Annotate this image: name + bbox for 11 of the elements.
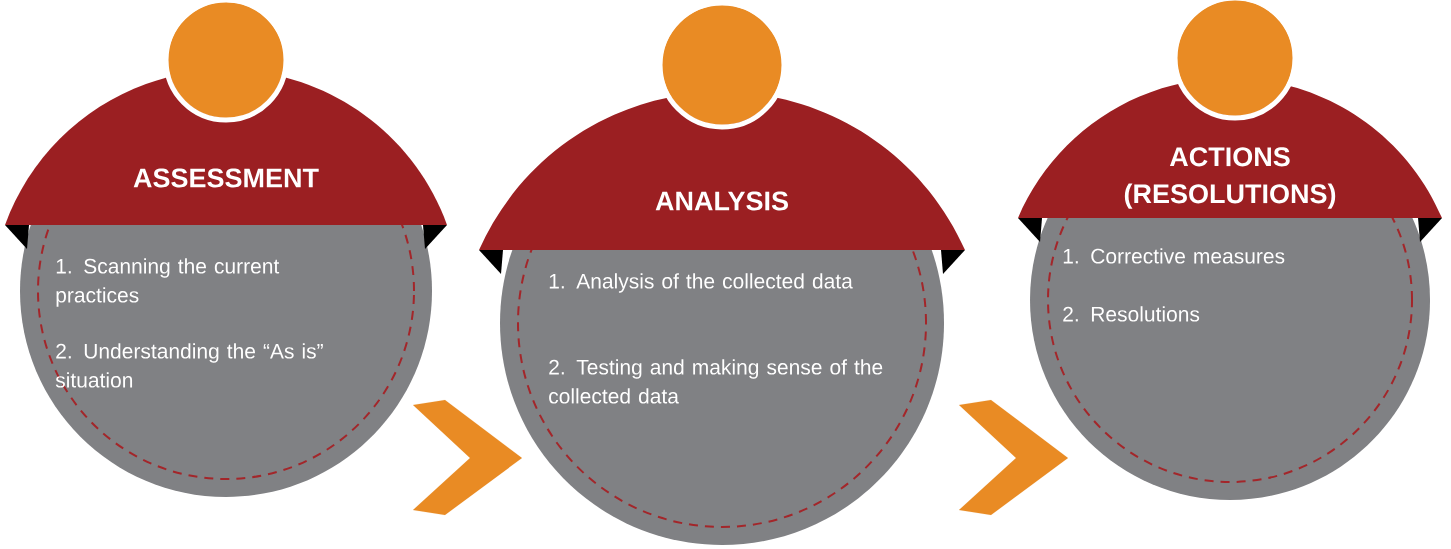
chevron-arrow — [958, 399, 1069, 516]
list-item: 2. Resolutions — [1063, 306, 1200, 322]
heading-band: ASSESSMENT — [5, 70, 447, 249]
list-item: 1. Analysis of the collected data — [549, 273, 853, 293]
heading-band: ANALYSIS — [479, 92, 965, 274]
list-item: 2. Understanding the “As is” situation — [55, 343, 323, 388]
heading-band: ACTIONS (RESOLUTIONS) — [1018, 77, 1442, 242]
list-item: 1. Corrective measures — [1063, 248, 1285, 264]
chevron-arrow — [412, 399, 523, 516]
list-item: 2. Testing and making sense of the collected data — [549, 359, 883, 404]
list-item: 1. Scanning the current practices — [56, 258, 280, 307]
